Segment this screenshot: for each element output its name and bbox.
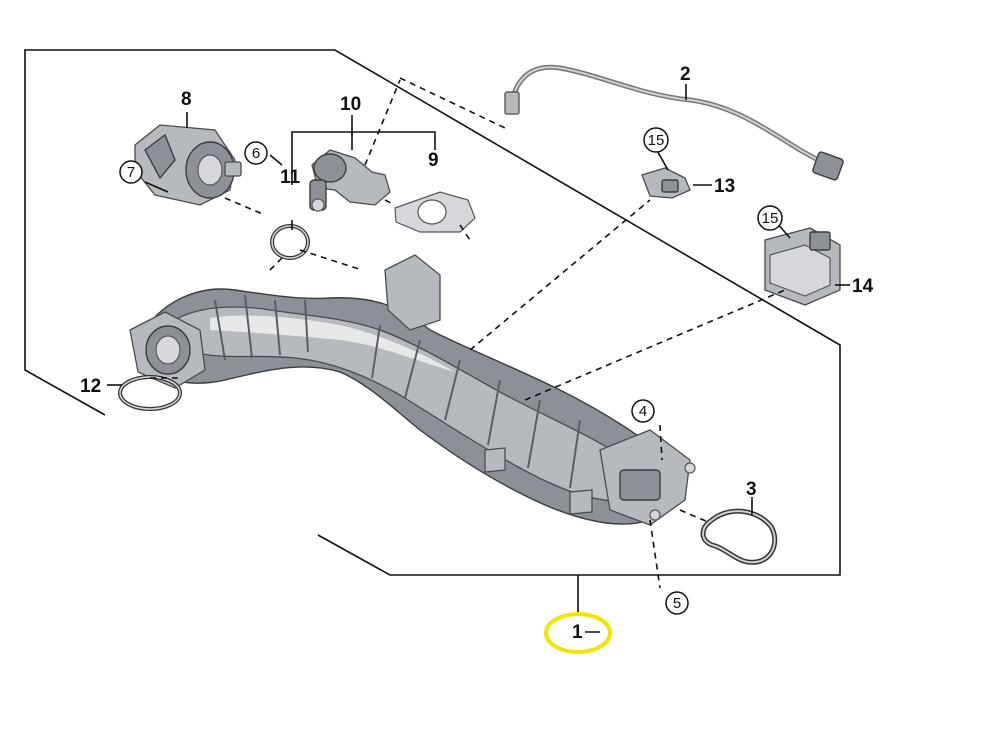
- callout-14: 14: [852, 276, 874, 297]
- callout-11: 11: [280, 167, 301, 188]
- sensor-cable-part-2: [504, 64, 844, 181]
- callout-2: 2: [680, 64, 691, 85]
- callout-9: 9: [428, 150, 439, 171]
- callout-15a-circle: 15: [643, 127, 669, 153]
- callout-1: 1: [572, 622, 583, 643]
- callout-6: 6: [252, 145, 260, 162]
- callout-7-circle: 7: [119, 160, 143, 184]
- callout-15a: 15: [648, 132, 665, 149]
- leader-lines: [107, 84, 850, 612]
- actuator-part-8: [134, 124, 242, 206]
- callout-15b: 15: [762, 210, 779, 227]
- callout-15b-circle: 15: [757, 205, 783, 231]
- callout-7: 7: [127, 164, 135, 181]
- sensor-part-13: [641, 167, 691, 199]
- o-ring-part-12: [118, 375, 182, 411]
- callout-10: 10: [340, 94, 361, 115]
- callout-13: 13: [714, 176, 735, 197]
- callout-4-circle: 4: [631, 399, 655, 423]
- highlight-circle: [544, 612, 612, 654]
- valve-part-10: [309, 149, 391, 212]
- o-ring-part-11: [270, 224, 310, 260]
- frame-outline: [24, 49, 841, 576]
- gasket-part-3: [700, 508, 778, 565]
- callout-8: 8: [181, 89, 192, 110]
- callout-6-circle: 6: [244, 141, 268, 165]
- callout-12: 12: [80, 376, 101, 397]
- module-part-14: [764, 227, 841, 306]
- callout-4: 4: [639, 403, 647, 420]
- callout-5: 5: [673, 595, 681, 612]
- dashed-leaders: [150, 77, 786, 589]
- callout-3: 3: [746, 479, 757, 500]
- gasket-plate-part-9: [394, 191, 476, 233]
- intake-manifold-part-1: [129, 254, 696, 526]
- callout-5-circle: 5: [665, 591, 689, 615]
